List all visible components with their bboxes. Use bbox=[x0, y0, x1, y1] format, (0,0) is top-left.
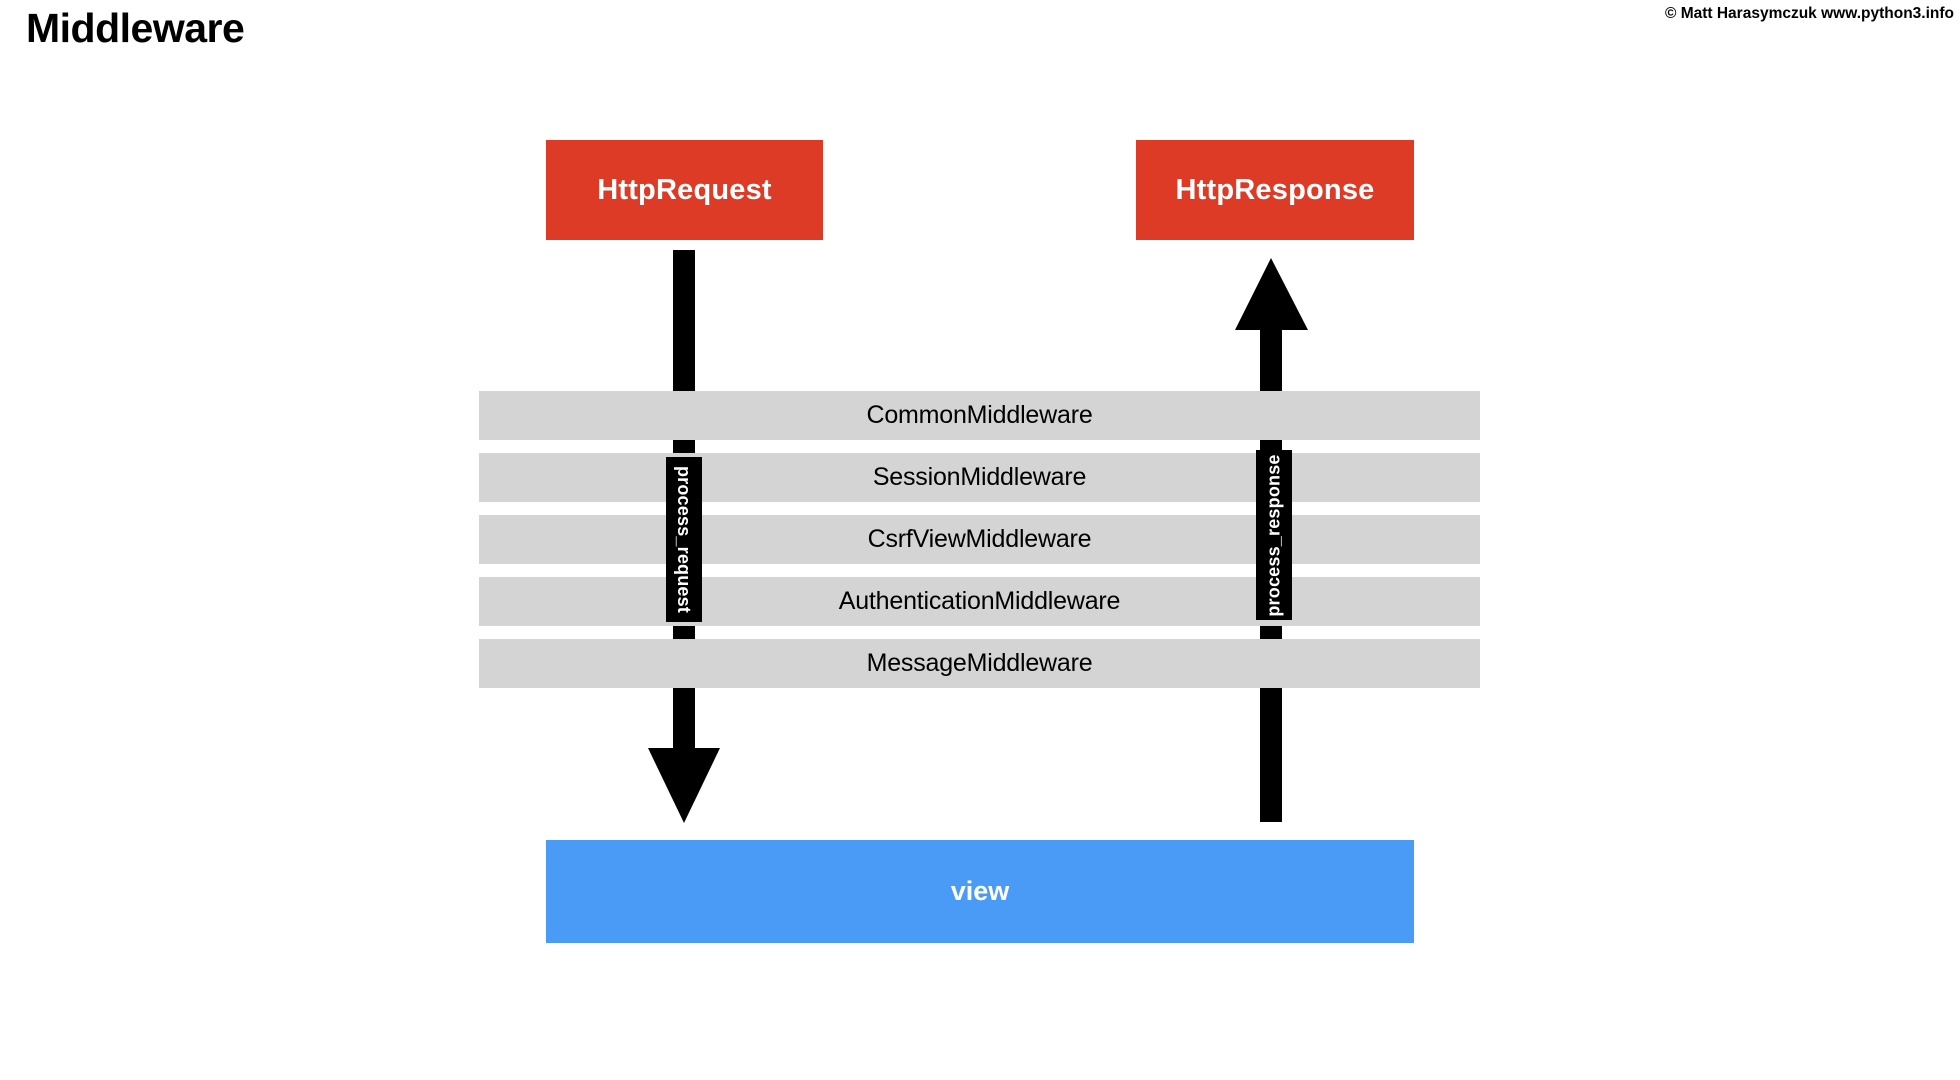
page-title: Middleware bbox=[26, 5, 245, 51]
middleware-row: SessionMiddleware bbox=[479, 453, 1480, 502]
middleware-row: CsrfViewMiddleware bbox=[479, 515, 1480, 564]
middleware-label: SessionMiddleware bbox=[872, 463, 1087, 491]
http-response-label: HttpResponse bbox=[1175, 173, 1375, 206]
process-response-text: process_response bbox=[1263, 453, 1284, 617]
middleware-row: AuthenticationMiddleware bbox=[479, 577, 1480, 626]
process-request-text: process_request bbox=[674, 465, 695, 614]
middleware-label: CsrfViewMiddleware bbox=[867, 525, 1092, 553]
copyright-notice: © Matt Harasymczuk www.python3.info bbox=[1664, 5, 1954, 22]
http-response-box: HttpResponse bbox=[1136, 140, 1414, 240]
middleware-row: CommonMiddleware bbox=[479, 391, 1480, 440]
view-box: view bbox=[546, 840, 1414, 943]
middleware-label: MessageMiddleware bbox=[866, 649, 1093, 677]
middleware-label: CommonMiddleware bbox=[866, 401, 1093, 429]
middleware-row: MessageMiddleware bbox=[479, 639, 1480, 688]
middleware-label: AuthenticationMiddleware bbox=[838, 587, 1121, 615]
process-response-label: process_response bbox=[1256, 450, 1292, 620]
process-request-label: process_request bbox=[666, 457, 702, 622]
view-label: view bbox=[950, 876, 1010, 906]
http-request-box: HttpRequest bbox=[546, 140, 823, 240]
middleware-stack: CommonMiddleware SessionMiddleware CsrfV… bbox=[479, 391, 1480, 688]
http-request-label: HttpRequest bbox=[597, 173, 772, 206]
